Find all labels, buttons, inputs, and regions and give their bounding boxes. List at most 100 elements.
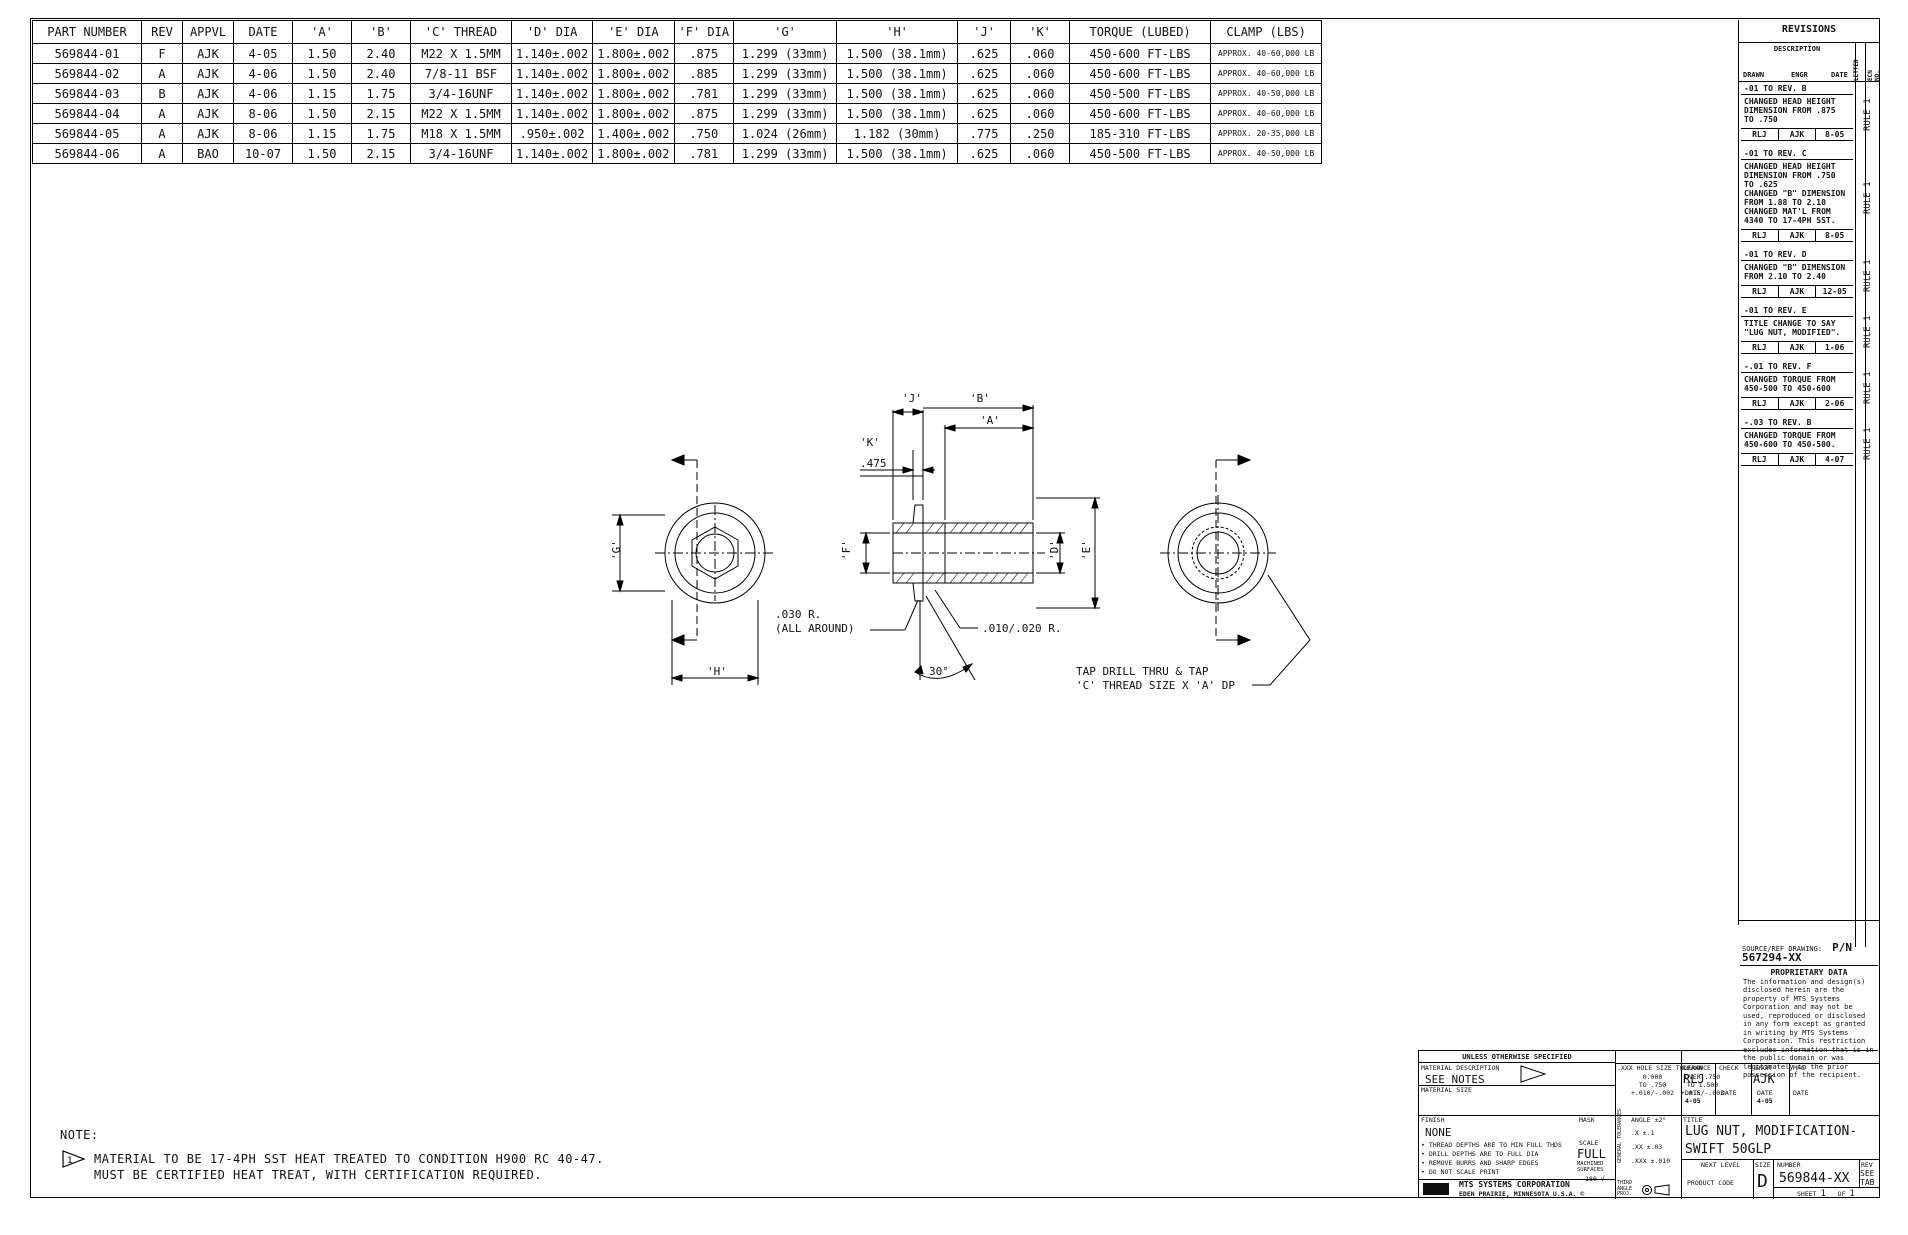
- engr-date-label: DATE: [1757, 1089, 1773, 1097]
- table-cell: .950±.002: [510, 123, 594, 144]
- table-cell: 1.024 (26mm): [733, 123, 838, 144]
- number-value: 569844-XX: [1779, 1171, 1850, 1186]
- finish-value: NONE: [1425, 1126, 1452, 1139]
- table-cell: 450-600 FT-LBS: [1069, 103, 1212, 124]
- machined-label: MACHINED SURFACES: [1577, 1161, 1604, 1173]
- table-cell: .781: [673, 83, 735, 104]
- table-cell: 3/4-16UNF: [410, 83, 512, 104]
- finish-label: FINISH: [1421, 1116, 1445, 1124]
- table-cell: .775: [957, 123, 1012, 144]
- table-cell: AJK: [182, 103, 234, 124]
- table-cell: 3/4-16UNF: [410, 143, 512, 164]
- source-label: SOURCE/REF DRAWING:: [1742, 945, 1823, 953]
- unless-specified: UNLESS OTHERWISE SPECIFIED: [1419, 1051, 1615, 1063]
- proprietary-text: The information and design(s) disclosed …: [1743, 977, 1874, 1080]
- column-header: REV: [141, 20, 183, 44]
- table-cell: 1.299 (33mm): [733, 63, 838, 84]
- table-cell: .060: [1010, 43, 1071, 64]
- engr-value: AJK: [1753, 1072, 1775, 1086]
- table-cell: 1.15: [292, 123, 352, 144]
- table-cell: 1.800±.002: [592, 143, 675, 164]
- table-cell: 8-06: [233, 123, 293, 144]
- table-cell: AJK: [182, 43, 234, 64]
- column-header: 'D' DIA: [510, 20, 594, 44]
- table-cell: 569844-05: [32, 123, 142, 144]
- scale-value: FULL: [1577, 1147, 1606, 1161]
- table-cell: BAO: [182, 143, 234, 164]
- table-cell: 1.400±.002: [592, 123, 675, 144]
- hole-tolerance-label: .XXX HOLE SIZE TOLERANCE: [1617, 1064, 1711, 1072]
- table-cell: .875: [673, 43, 735, 64]
- table-cell: AJK: [182, 123, 234, 144]
- table-cell: 2.40: [351, 43, 411, 64]
- title-label: TITLE: [1683, 1116, 1703, 1124]
- revision-head: -01 TO REV. B: [1741, 82, 1853, 95]
- table-cell: 1.500 (38.1mm): [836, 83, 959, 104]
- table-cell: .060: [1010, 103, 1071, 124]
- table-cell: A: [141, 103, 183, 124]
- table-cell: 569844-06: [32, 143, 142, 164]
- table-cell: A: [141, 63, 183, 84]
- notes-3: • REMOVE BURRS AND SHARP EDGES: [1421, 1159, 1539, 1167]
- table-cell: 7/8-11 BSF: [410, 63, 512, 84]
- table-cell: M22 X 1.5MM: [410, 43, 512, 64]
- third-angle-label: THIRD ANGLE PROJ.: [1617, 1180, 1633, 1197]
- table-cell: .060: [1010, 143, 1071, 164]
- table-cell: 1.182 (30mm): [836, 123, 959, 144]
- material-label: MATERIAL DESCRIPTION: [1421, 1064, 1500, 1072]
- table-cell: 450-500 FT-LBS: [1069, 83, 1212, 104]
- table-cell: 2.15: [351, 143, 411, 164]
- table-cell: 1.50: [292, 43, 352, 64]
- table-cell: 1.299 (33mm): [733, 83, 838, 104]
- proprietary-title: PROPRIETARY DATA: [1770, 968, 1848, 977]
- column-header: 'F' DIA: [673, 20, 735, 44]
- revisions-title: REVISIONS: [1781, 24, 1837, 35]
- table-cell: 2.15: [351, 103, 411, 124]
- rev-col-date: DATE: [1831, 71, 1848, 79]
- notes-1: • THREAD DEPTHS ARE TO MIN FULL THDS: [1421, 1141, 1562, 1149]
- revision-rule: RULE 1: [1863, 427, 1873, 460]
- table-cell: 1.800±.002: [592, 63, 675, 84]
- third-angle-projection-icon: [1641, 1184, 1671, 1198]
- table-cell: B: [141, 83, 183, 104]
- table-cell: 1.75: [351, 123, 411, 144]
- table-cell: .781: [673, 143, 735, 164]
- rev-label: REV: [1861, 1161, 1873, 1169]
- revision-rule: RULE 1: [1863, 180, 1873, 214]
- table-cell: 1.500 (38.1mm): [836, 43, 959, 64]
- table-cell: 1.75: [351, 83, 411, 104]
- mask-label: MASK: [1579, 1116, 1595, 1124]
- column-header: 'J': [957, 20, 1012, 44]
- scale-label: SCALE: [1579, 1139, 1599, 1147]
- material-size-label: MATERIAL SIZE: [1421, 1086, 1472, 1094]
- note-line-1: MATERIAL TO BE 17-4PH SST HEAT TREATED T…: [94, 1152, 604, 1166]
- table-cell: APPROX. 20-35,000 LB: [1210, 123, 1323, 144]
- revision-rule: RULE 1: [1863, 259, 1873, 292]
- table-cell: 1.140±.002: [510, 103, 594, 124]
- column-header: 'G': [733, 20, 838, 44]
- material-flag-icon: [1519, 1065, 1549, 1085]
- table-cell: A: [141, 123, 183, 144]
- table-cell: .885: [673, 63, 735, 84]
- table-cell: A: [141, 143, 183, 164]
- column-header: 'H': [836, 20, 959, 44]
- rev-divider: [1855, 42, 1856, 947]
- table-cell: 1.500 (38.1mm): [836, 103, 959, 124]
- table-cell: 450-600 FT-LBS: [1069, 63, 1212, 84]
- table-cell: 569844-02: [32, 63, 142, 84]
- table-cell: 1.800±.002: [592, 83, 675, 104]
- mts-logo: [1423, 1183, 1449, 1195]
- column-header: APPVL: [182, 20, 234, 44]
